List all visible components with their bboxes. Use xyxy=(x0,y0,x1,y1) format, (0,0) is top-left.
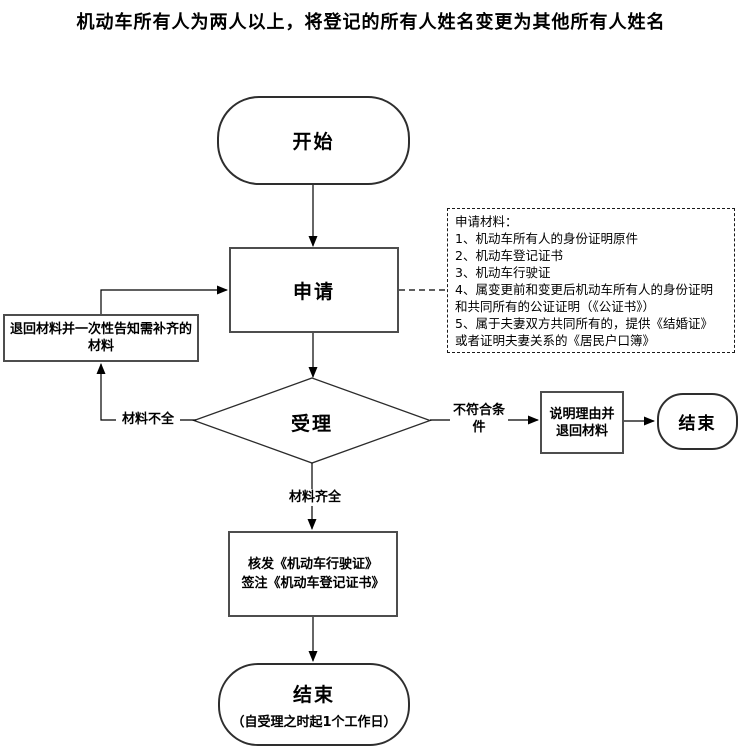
start-label: 开始 xyxy=(292,131,335,153)
note-line: 或者证明夫妻关系的《居民户口簿》 xyxy=(455,333,656,348)
end-bottom-sublabel: （自受理之时起1个工作日） xyxy=(231,714,397,730)
note-line: 4、属变更前和变更后机动车所有人的身份证明 xyxy=(455,282,713,297)
issue-documents-box: 核发《机动车行驶证》 签注《机动车登记证书》 xyxy=(228,531,398,617)
note-line: 和共同所有的公证证明（《公证书》） xyxy=(455,299,656,314)
edge-label-materials-complete: 材料齐全 xyxy=(287,489,343,506)
return-materials-box: 退回材料并一次性告知需补齐的 材料 xyxy=(3,314,199,362)
apply-label: 申请 xyxy=(292,280,335,303)
explain-return-box: 说明理由并 退回材料 xyxy=(540,391,624,454)
note-line: 2、机动车登记证书 xyxy=(455,248,563,263)
end-bottom-label: 结束 xyxy=(292,683,335,706)
issue-documents-line: 签注《机动车登记证书》 xyxy=(241,576,385,591)
note-line: 申请材料： xyxy=(455,214,518,229)
return-materials-line: 退回材料并一次性告知需补齐的 xyxy=(9,322,192,337)
return-materials-line: 材料 xyxy=(87,339,114,354)
accept-decision-label: 受理 xyxy=(290,413,333,435)
edge-return-to-apply xyxy=(100,285,228,314)
note-line: 5、属于夫妻双方共同所有的，提供《结婚证》 xyxy=(455,316,713,331)
issue-documents-line: 核发《机动车行驶证》 xyxy=(247,557,378,572)
apply-process-box: 申请 xyxy=(229,247,399,333)
end-bottom-terminator: 结束 （自受理之时起1个工作日） xyxy=(218,663,410,746)
page-title: 机动车所有人为两人以上，将登记的所有人姓名变更为其他所有人姓名 xyxy=(76,12,666,33)
end-right-terminator: 结束 xyxy=(657,393,738,450)
edge-label-materials-incomplete: 材料不全 xyxy=(116,411,180,428)
start-terminator: 开始 xyxy=(217,96,410,185)
explain-return-line: 退回材料 xyxy=(555,423,608,439)
note-line: 3、机动车行驶证 xyxy=(455,265,551,280)
explain-return-line: 说明理由并 xyxy=(549,406,615,422)
edge-label-not-meet-conditions: 不符合条件 xyxy=(450,402,508,436)
application-materials-note: 申请材料： 1、机动车所有人的身份证明原件 2、机动车登记证书 3、机动车行驶证… xyxy=(447,208,735,353)
note-line: 1、机动车所有人的身份证明原件 xyxy=(455,231,638,246)
end-right-label: 结束 xyxy=(678,414,717,434)
